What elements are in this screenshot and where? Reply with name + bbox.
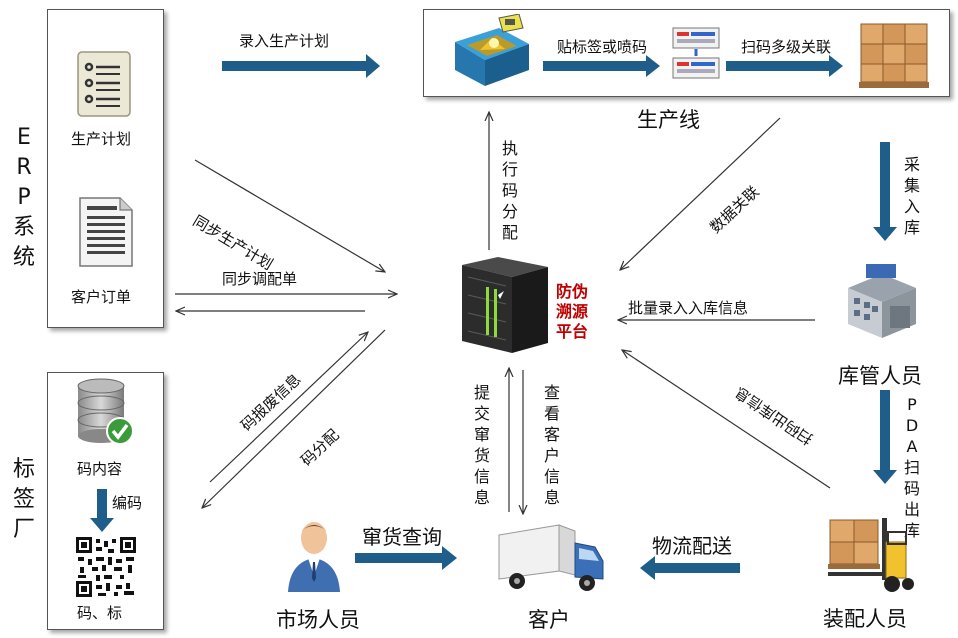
pda-out-label: PDA扫码出库 <box>903 395 920 540</box>
leak-query-label: 窜货查询 <box>362 525 442 549</box>
customer-role-label: 客户 <box>528 608 570 632</box>
assembler-role-label: 装配人员 <box>823 607 907 631</box>
batch-in-label: 批量录入入库信息 <box>628 299 749 317</box>
customer-order-label: 客户订单 <box>71 288 132 306</box>
production-caption: 生产线 <box>637 108 700 132</box>
arrow-leak-query <box>355 546 457 570</box>
list-doc-icon <box>76 50 134 120</box>
arrow-sync-plan <box>194 159 385 272</box>
arrow-pda-out <box>873 390 897 484</box>
arrow-data-link <box>620 117 781 270</box>
label-sheet-icon <box>671 26 721 80</box>
platform-name: 防伪 溯源 平台 <box>552 282 592 342</box>
arrow-logistics <box>640 556 740 580</box>
collect-in-label: 采集入库 <box>903 155 920 237</box>
document-icon <box>78 196 134 268</box>
logistics-label: 物流配送 <box>652 534 732 558</box>
codes-labels-label: 码、标 <box>77 604 123 622</box>
code-content-label: 码内容 <box>77 460 123 478</box>
step-link-text: 扫码多级关联 <box>741 38 832 56</box>
view-customer-label: 查看客户信息 <box>543 383 560 507</box>
platform-name-line2: 溯源 <box>555 302 588 321</box>
sync-allot-label: 同步调配单 <box>222 270 298 288</box>
encode-label: 编码 <box>112 494 143 512</box>
label-factory-side-label: 标签厂 <box>12 457 35 542</box>
arrow-encode <box>90 489 114 532</box>
arrow-code-scrap <box>209 332 368 483</box>
submit-leak-label: 提交窜货信息 <box>473 383 490 507</box>
machine-icon <box>447 13 537 90</box>
erp-side-label: ERP系统 <box>12 125 35 270</box>
boxes-pallet-icon <box>855 14 935 90</box>
arrow-step-2 <box>726 55 843 77</box>
platform-name-line1: 防伪 <box>555 282 588 301</box>
warehouse-role-label: 库管人员 <box>838 364 922 388</box>
arrow-scan-out <box>622 350 831 489</box>
production-plan-label: 生产计划 <box>71 130 132 148</box>
warehouse-building-icon <box>842 262 922 342</box>
server-icon <box>458 255 552 355</box>
database-check-icon <box>74 376 138 448</box>
arrow-enter-plan <box>222 54 380 78</box>
market-role-label: 市场人员 <box>276 608 360 632</box>
enter-plan-label: 录入生产计划 <box>239 32 330 50</box>
truck-icon <box>497 521 607 593</box>
arrow-step-1 <box>543 55 660 77</box>
arrow-collect-in <box>873 142 897 241</box>
qr-code-icon <box>76 537 136 597</box>
person-icon <box>284 518 344 594</box>
platform-name-line3: 平台 <box>555 322 588 341</box>
forklift-boxes-icon <box>826 508 916 596</box>
step-label-text: 贴标签或喷码 <box>557 38 648 56</box>
exec-code-label: 执行码分配 <box>501 139 518 242</box>
arrow-code-allot <box>202 329 386 508</box>
